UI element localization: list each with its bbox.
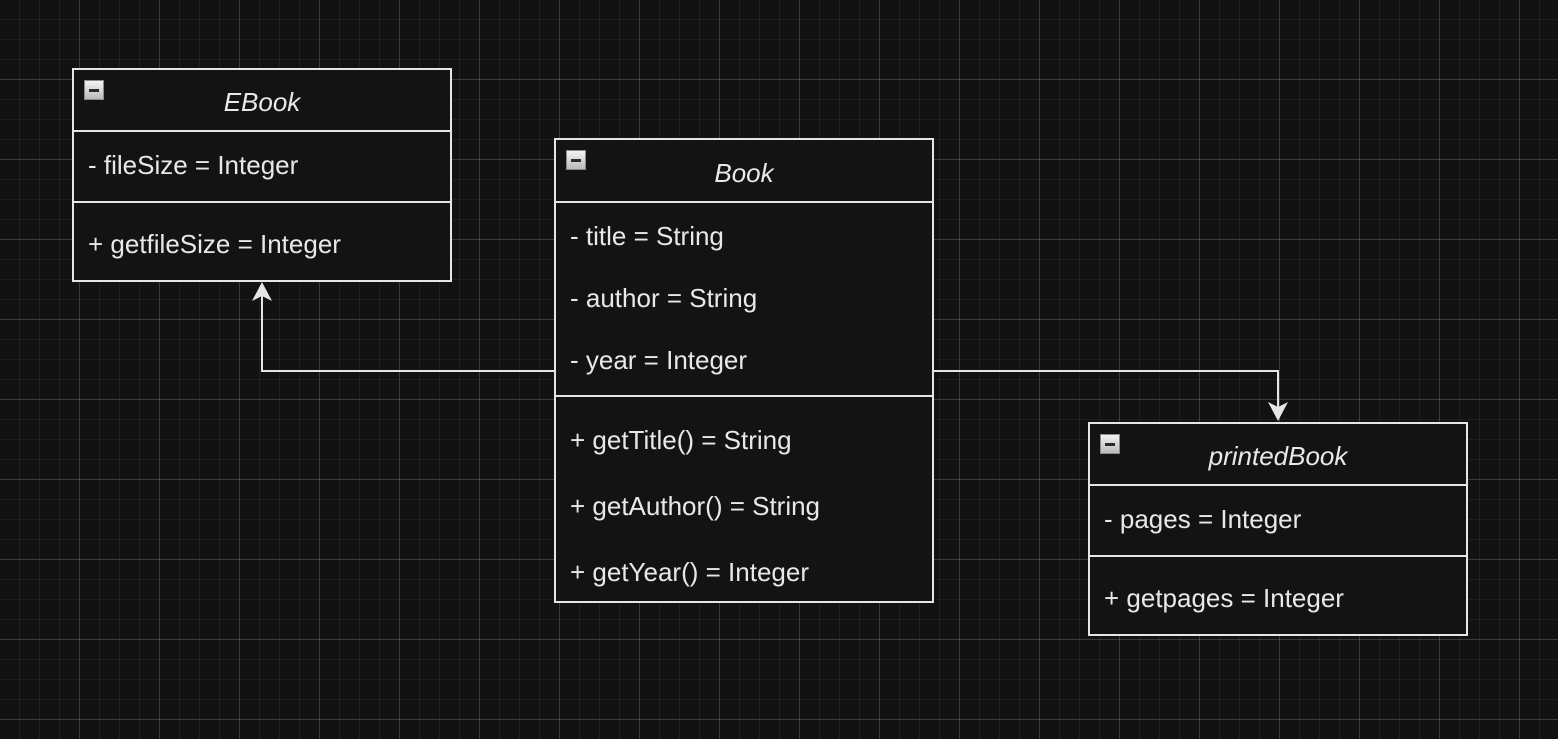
operation-getpages[interactable]: + getpages = Integer <box>1104 583 1344 613</box>
operations-book: + getTitle() = String + getAuthor() = St… <box>556 397 932 605</box>
collapse-minus-icon[interactable] <box>1100 434 1120 454</box>
class-ebook[interactable]: EBook - fileSize = Integer + getfileSize… <box>72 68 452 282</box>
operation-gettitle[interactable]: + getTitle() = String <box>570 425 792 455</box>
attribute-pages[interactable]: - pages = Integer <box>1104 504 1302 534</box>
class-header-book[interactable]: Book <box>556 140 932 203</box>
attribute-year[interactable]: - year = Integer <box>570 345 748 375</box>
class-name-book: Book <box>714 158 774 188</box>
connector-book-to-ebook[interactable] <box>261 290 554 372</box>
operations-ebook: + getfileSize = Integer <box>74 203 450 280</box>
class-header-ebook[interactable]: EBook <box>74 70 450 132</box>
connector-book-to-printedbook[interactable] <box>933 370 1279 412</box>
class-header-printedbook[interactable]: printedBook <box>1090 424 1466 486</box>
collapse-minus-icon[interactable] <box>84 80 104 100</box>
attribute-title[interactable]: - title = String <box>570 221 724 251</box>
operation-getauthor[interactable]: + getAuthor() = String <box>570 491 821 521</box>
class-name-ebook: EBook <box>223 87 301 117</box>
operations-printedbook: + getpages = Integer <box>1090 557 1466 634</box>
attributes-book: - title = String - author = String - yea… <box>556 203 932 397</box>
class-printedbook[interactable]: printedBook - pages = Integer + getpages… <box>1088 422 1468 636</box>
arrowhead-printedbook-icon <box>1268 402 1288 421</box>
attribute-filesize[interactable]: - fileSize = Integer <box>88 150 299 180</box>
operation-getfilesize[interactable]: + getfileSize = Integer <box>88 229 341 259</box>
class-name-printedbook: printedBook <box>1208 441 1348 471</box>
arrowhead-ebook-icon <box>252 282 272 301</box>
attributes-ebook: - fileSize = Integer <box>74 132 450 203</box>
operation-getyear[interactable]: + getYear() = Integer <box>570 557 809 587</box>
attribute-author[interactable]: - author = String <box>570 283 758 313</box>
class-book[interactable]: Book - title = String - author = String … <box>554 138 934 603</box>
attributes-printedbook: - pages = Integer <box>1090 486 1466 557</box>
collapse-minus-icon[interactable] <box>566 150 586 170</box>
